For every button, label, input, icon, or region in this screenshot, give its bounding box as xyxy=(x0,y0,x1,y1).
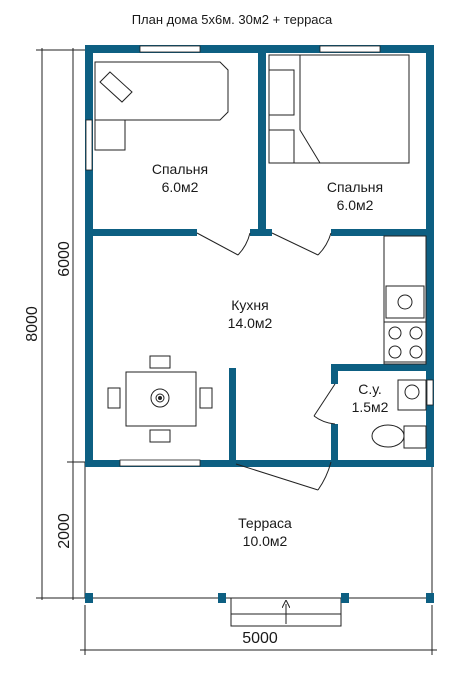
chair-icon xyxy=(199,387,213,409)
chair-icon xyxy=(107,387,121,409)
stove-icon xyxy=(383,321,427,363)
dining-table xyxy=(107,355,213,443)
room-area: 10.0м2 xyxy=(242,533,288,549)
plan-title: План дома 5х6м. 30м2 + терраса xyxy=(131,12,333,27)
room-area: 14.0м2 xyxy=(227,315,273,331)
room-label-bedroom2: Спальня 6.0м2 xyxy=(300,178,410,214)
dim-terrace-height: 2000 xyxy=(56,513,73,549)
room-area: 6.0м2 xyxy=(161,179,199,195)
chair-icon xyxy=(149,355,171,369)
window-kitchen xyxy=(119,459,201,467)
door-bedroom2 xyxy=(271,232,319,256)
wall-bedroom1-bottom xyxy=(85,229,197,236)
door-bedroom1 xyxy=(196,232,239,256)
window-bedroom2 xyxy=(319,45,381,53)
bed-bedroom1 xyxy=(94,61,229,151)
room-name: Спальня xyxy=(151,161,209,177)
chair-icon xyxy=(149,429,171,443)
dim-width: 5000 xyxy=(242,630,278,647)
wall-bathroom-left-top xyxy=(331,366,338,384)
wall-bathroom-top xyxy=(331,364,434,371)
walls xyxy=(85,45,434,467)
room-name: Терраса xyxy=(238,515,292,531)
wall-bedroom-divider xyxy=(258,45,266,235)
sink-icon xyxy=(385,285,425,319)
wall-bathroom-left-bottom xyxy=(331,424,338,462)
door-entrance xyxy=(235,463,319,491)
terrace-posts xyxy=(85,593,434,603)
windows xyxy=(85,45,434,467)
wall-left xyxy=(85,45,93,467)
dim-total-height: 8000 xyxy=(24,306,41,342)
room-label-bedroom1: Спальня 6.0м2 xyxy=(130,160,230,196)
wall-right xyxy=(426,45,434,467)
wall-bedroom2-bottom xyxy=(331,229,434,236)
terrace xyxy=(84,462,433,627)
kitchen-counter xyxy=(383,235,427,365)
terrace-steps xyxy=(230,597,342,627)
toilet-icon xyxy=(371,424,405,448)
pillow-icon xyxy=(99,71,133,103)
window-bedroom1 xyxy=(139,45,201,53)
room-name: Кухня xyxy=(231,297,269,313)
dim-house-height: 6000 xyxy=(56,241,73,277)
room-label-terrace: Терраса 10.0м2 xyxy=(215,514,315,550)
bathroom-fixtures xyxy=(371,379,427,449)
window-bedroom1-side xyxy=(85,119,93,171)
window-bathroom xyxy=(426,379,434,406)
washbasin-icon xyxy=(397,379,427,411)
room-name: С.у. xyxy=(358,381,382,397)
bed-bedroom2 xyxy=(268,54,410,164)
room-area: 1.5м2 xyxy=(351,399,389,415)
room-label-kitchen: Кухня 14.0м2 xyxy=(205,296,295,332)
room-name: Спальня xyxy=(326,179,384,195)
wall-bottom xyxy=(85,460,434,467)
room-label-bathroom: С.у. 1.5м2 xyxy=(340,380,400,416)
door-bathroom xyxy=(313,383,336,417)
room-area: 6.0м2 xyxy=(336,197,374,213)
wall-kitchen-partition xyxy=(229,368,236,464)
dimension-lines xyxy=(36,48,437,655)
doors xyxy=(196,232,336,491)
